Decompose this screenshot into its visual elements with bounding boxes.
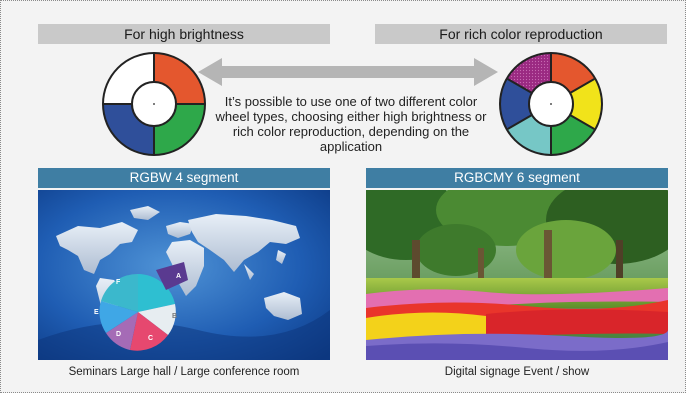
pie-label-a: A	[176, 273, 181, 280]
seminar-illustration: A B C D E F	[38, 190, 330, 360]
flower-garden-photo	[366, 190, 668, 360]
header-rich-color: For rich color reproduction	[375, 24, 667, 44]
pie-label-c: C	[148, 335, 153, 342]
description-text: It’s possible to use one of two differen…	[215, 94, 487, 154]
header-high-brightness: For high brightness	[38, 24, 330, 44]
pie-label-f: F	[116, 279, 121, 286]
rgbcmy-color-wheel	[499, 52, 603, 156]
rgbcmy-caption: Digital signage Event / show	[444, 366, 590, 378]
rgbw-caption: Seminars Large hall / Large conference r…	[68, 366, 300, 378]
double-arrow-icon	[198, 58, 498, 86]
pie-label-b: B	[172, 313, 177, 320]
pie-label-e: E	[94, 309, 99, 316]
rgbw-color-wheel	[102, 52, 206, 156]
rgbcmy-segment-title: RGBCMY 6 segment	[366, 168, 668, 188]
pie-label-d: D	[116, 331, 121, 338]
wheel-segment-blue	[501, 79, 551, 129]
rgbw-segment-title: RGBW 4 segment	[38, 168, 330, 188]
pie-chart	[99, 262, 188, 351]
wheel-segment-yellow	[551, 79, 601, 129]
